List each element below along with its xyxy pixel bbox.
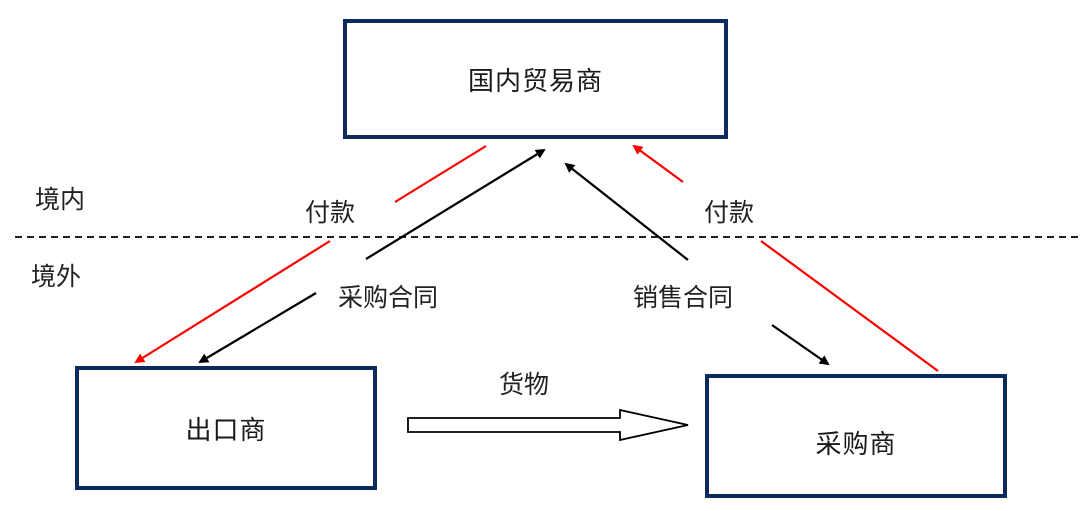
domestic-trader-label: 国内贸易商 [467, 66, 603, 97]
region-label-domestic: 境内 [35, 185, 86, 214]
sales-contract-label: 销售合同 [633, 283, 734, 312]
purchase-contract-label: 采购合同 [338, 283, 439, 312]
goods-arrow [407, 408, 689, 442]
region-label-overseas: 境外 [31, 262, 82, 291]
payment-arrow-right-lower-segment [760, 240, 939, 372]
purchase-contract-arrow-down [198, 292, 317, 364]
purchase-contract-arrow-up [365, 148, 546, 260]
sales-contract-arrow-up [564, 162, 689, 261]
payment-arrow-left [134, 240, 331, 364]
payment-arrow-right [632, 144, 684, 183]
payment-label-right: 付款 [704, 198, 755, 227]
exporter-box: 出口商 [75, 366, 377, 490]
payment-arrow-left-upper-segment [394, 145, 487, 203]
domestic-trader-box: 国内贸易商 [343, 19, 728, 139]
exporter-label: 出口商 [185, 415, 267, 446]
purchaser-box: 采购商 [705, 374, 1007, 498]
sales-contract-arrow-down [771, 324, 830, 366]
goods-label: 货物 [499, 370, 550, 399]
payment-label-left: 付款 [305, 198, 356, 227]
purchaser-label: 采购商 [815, 429, 897, 460]
